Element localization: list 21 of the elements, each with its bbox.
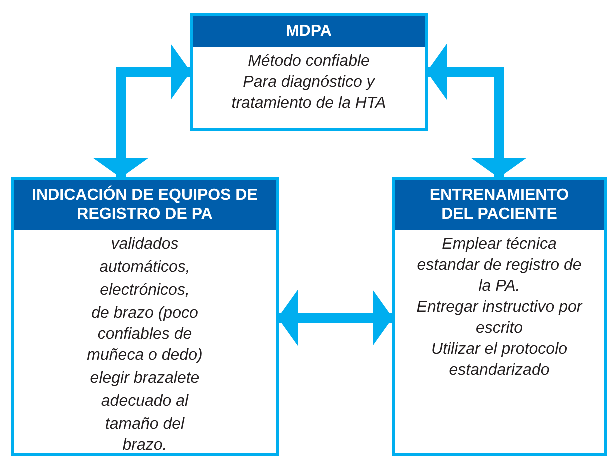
process-box	[392, 177, 607, 456]
double-arrow	[93, 44, 191, 178]
body-text: de brazo (poco confiables de muñeca o dedo)	[86, 304, 204, 366]
double-arrow	[427, 44, 527, 178]
body-text: Para diagnóstico y tratamiento de la HTA	[230, 73, 388, 114]
body-text: automáticos,	[100, 258, 190, 278]
double-arrow	[278, 290, 393, 346]
process-box	[190, 13, 428, 131]
box-header: ENTRENAMIENTO DEL PACIENTE	[395, 180, 604, 230]
body-text: Utilizar el protocolo estandarizado	[430, 340, 569, 382]
body-text: Entregar instructivo por escrito	[416, 298, 584, 340]
body-text: Emplear técnica estandar de registro de la PA.	[416, 235, 583, 298]
body-text: Método confiable	[248, 52, 370, 72]
process-box	[11, 177, 279, 456]
box-header: MDPA	[193, 16, 425, 48]
body-text: validados	[111, 235, 179, 256]
box-header: INDICACIÓN DE EQUIPOS DE REGISTRO DE PA	[14, 180, 276, 230]
body-text: electrónicos,	[100, 281, 190, 302]
body-text: adecuado al	[101, 392, 189, 412]
body-text: elegir brazalete	[90, 369, 200, 390]
body-text: tamaño del brazo.	[104, 415, 186, 456]
